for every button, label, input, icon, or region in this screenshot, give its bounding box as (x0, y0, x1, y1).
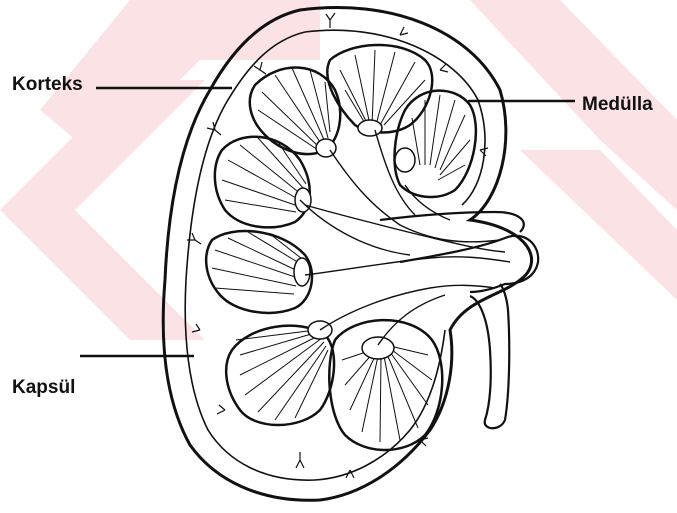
pyramid-bottom-right (329, 320, 442, 450)
label-medulla: Medülla (582, 94, 653, 116)
pyramids (206, 45, 476, 450)
pyramid-bottom-left (226, 321, 334, 425)
pyramid-lower-left (206, 231, 312, 313)
pyramid-top (327, 45, 432, 136)
label-korteks: Korteks (12, 74, 83, 96)
capsule-outline (163, 8, 531, 501)
pyramid-middle-left (215, 137, 311, 228)
label-kapsul: Kapsül (12, 377, 75, 399)
pyramid-upper-right (395, 91, 476, 197)
watermark (0, 0, 677, 340)
